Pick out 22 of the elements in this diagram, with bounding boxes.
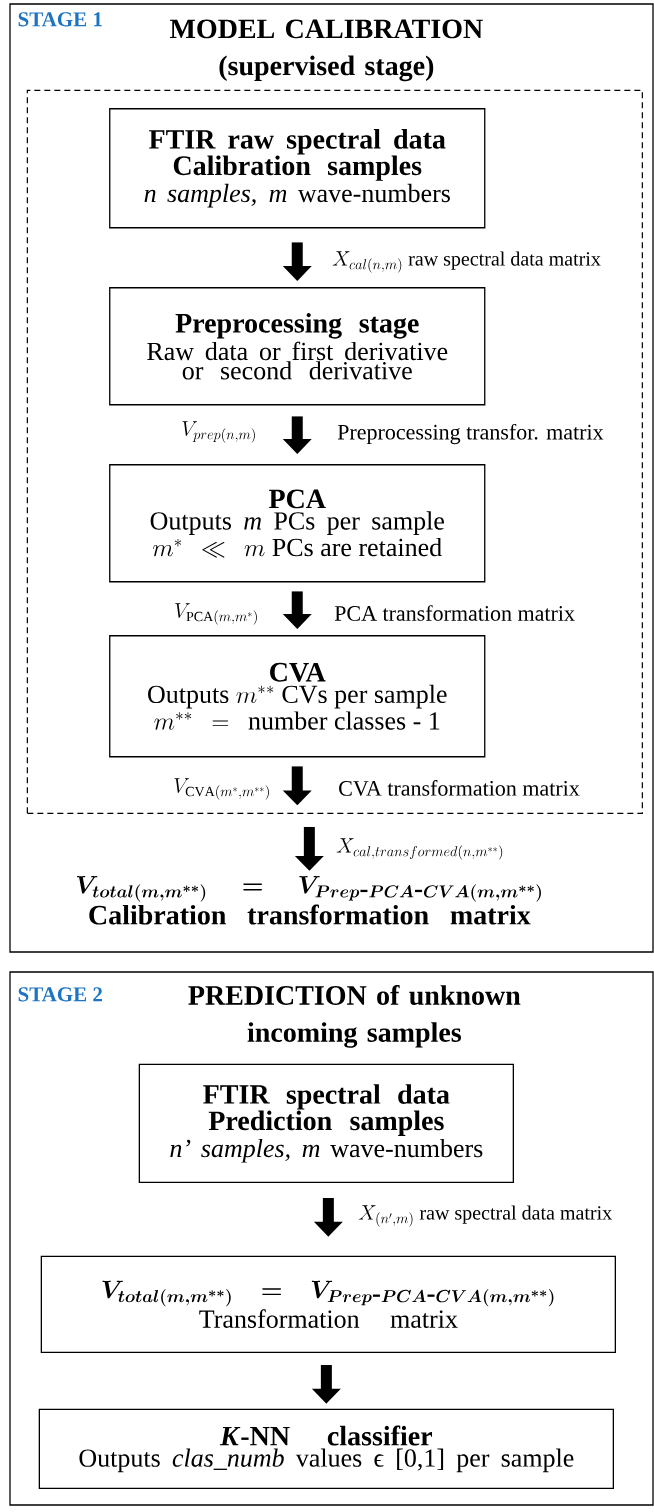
- process-box: PCA Outputs m PCs per sample $m^{*} \ll m\mbox{ PCs are retained}$: [109, 464, 486, 583]
- process-box: CVA $\mbox{Outputs }m^{**}\mbox{ CVs per sample}$ $m^{**} = \mbox{number classes - 1}$: [109, 635, 486, 758]
- process-box: K-NN classifier Outputs clas_numb values ϵ [0,1] per sample: [38, 1408, 614, 1489]
- edge-label: $X_{cal(n,m)}\mbox{ raw spectral data matrix}$: [331, 250, 602, 274]
- process-box: $V_{total(m,m^{**})} = V_{Prep\mbox{-}PCA\mbox{-}CVA(m,m^{**})}$ Transformation matrix: [40, 1255, 616, 1353]
- edge-label: $X_{(n',m)}\mbox{ raw spectral data matrix}$: [357, 1204, 614, 1228]
- panel-title: PREDICTION of unknown incoming samples: [188, 984, 521, 1048]
- arrow-caption: Preprocessing transfor. matrix: [337, 423, 604, 445]
- stage-label: STAGE 1: [18, 12, 102, 27]
- edge-label: $V_{\mathrm{PCA}(m,m^{*})}$: [173, 602, 260, 626]
- result-text: $V_{total(m,m^{**})} = V_{Prep\mbox{-}PCA\mbox{-}CVA(m,m^{**})}$ Calibration transformation matrix: [76, 876, 541, 925]
- arrow-caption: CVA transformation matrix: [339, 780, 580, 796]
- process-box: FTIR raw spectral data Calibration samples n samples, m wave-numbers: [109, 108, 486, 229]
- process-box: FTIR spectral data Prediction samples n’ samples, m wave-numbers: [138, 1063, 514, 1183]
- stage-label: STAGE 2: [18, 987, 102, 1002]
- edge-label: $V_{prep(n,m)}$: [180, 420, 258, 444]
- dashed-frame: [26, 89, 643, 814]
- edge-label: $X_{cal,transformed(n,m^{**})}$: [335, 837, 506, 861]
- panel-title: MODEL CALIBRATION (supervised stage): [169, 19, 483, 82]
- arrow-caption: PCA transformation matrix: [334, 605, 575, 621]
- process-box: Preprocessing stage Raw data or first derivative or second derivative: [109, 287, 486, 406]
- edge-label: $V_{\mathrm{CVA}(m^{*},m^{**})}$: [172, 777, 272, 801]
